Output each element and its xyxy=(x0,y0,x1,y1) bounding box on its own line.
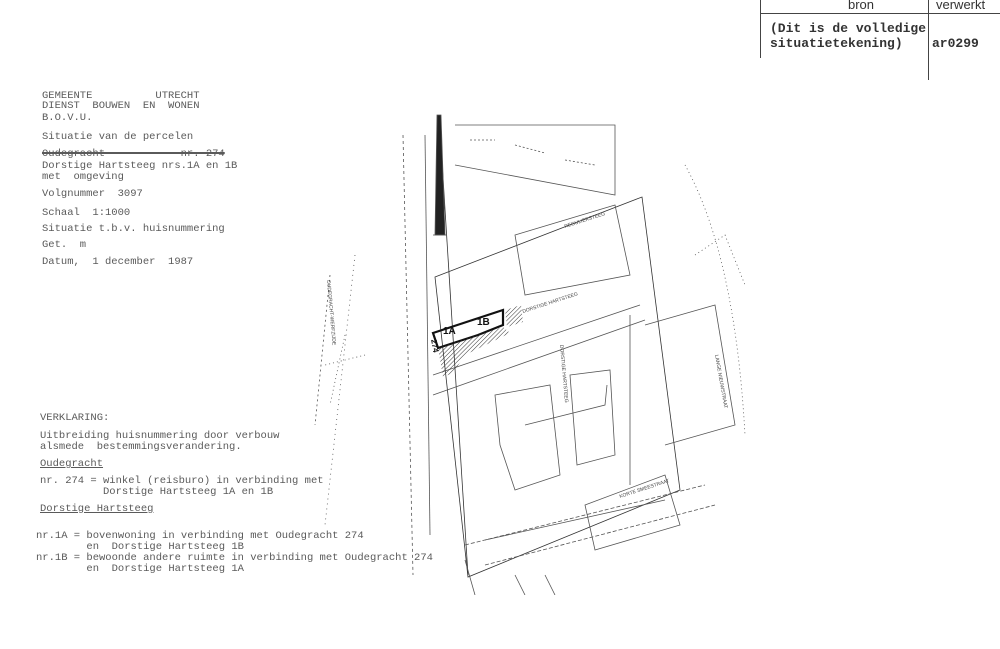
street-label-oudegracht-werfzijde: OUDEGRACHT-WERFZIJDE xyxy=(325,280,337,346)
legend-274-1: nr. 274 = winkel (reisburo) in verbindin… xyxy=(40,475,324,487)
legend-1b-1: nr.1B = bewoonde andere ruimte in verbin… xyxy=(36,552,433,564)
legend-street-dorstige: Dorstige Hartsteeg xyxy=(40,503,154,515)
legend-1a-2: en Dorstige Hartsteeg 1B xyxy=(36,541,244,553)
bron-header: bron xyxy=(848,0,875,12)
datum: Datum, 1 december 1987 xyxy=(42,256,194,268)
street-edge xyxy=(314,274,331,426)
verwerkt-header: verwerkt xyxy=(936,0,986,12)
label-1b: 1B xyxy=(477,317,490,328)
bron-line1: (Dit is de volledige xyxy=(770,21,927,36)
hatched-area xyxy=(438,327,510,377)
street-label-dorstige-hartsteeg-vertical: DORSTIGE HARTSTEEG xyxy=(558,345,569,403)
doel: Situatie t.b.v. huisnummering xyxy=(42,223,225,235)
legend-1b-2: en Dorstige Hartsteeg 1A xyxy=(36,563,244,575)
org-line2: DIENST BOUWEN EN WONEN xyxy=(42,100,200,112)
legend-desc2: alsmede bestemmingsverandering. xyxy=(40,441,242,453)
hatched-area xyxy=(505,305,523,327)
getekend: Get. m xyxy=(42,239,87,251)
org-line1: GEMEENTE UTRECHT xyxy=(42,90,200,102)
situation-map: 1A 1B 274 REGULIERSTEEG DORSTIGE HARTSTE… xyxy=(314,114,746,595)
address-line: Dorstige Hartsteeg nrs.1A en 1B xyxy=(42,160,238,172)
met-omgeving: met omgeving xyxy=(42,171,124,183)
north-arrow-icon xyxy=(434,114,446,236)
struck-address: Oudegracht nr. 274 xyxy=(42,148,225,160)
label-274: 274 xyxy=(429,339,440,354)
label-1a: 1A xyxy=(443,326,456,337)
legend-street-oudegracht: Oudegracht xyxy=(40,458,104,470)
verwerkt-value: ar0299 xyxy=(932,36,979,51)
legend-desc1: Uitbreiding huisnummering door verbouw xyxy=(40,430,280,442)
parcel-outline xyxy=(431,308,505,350)
schaal: Schaal 1:1000 xyxy=(42,207,131,219)
street-label-lange-nieuwstraat: LANGE NIEUWSTRAAT xyxy=(713,354,728,409)
street-label-dorstige-hartsteeg: DORSTIGE HARTSTEEG xyxy=(522,291,579,315)
bron-value: (Dit is de volledige situatietekening) xyxy=(770,21,926,51)
legend-274-2: Dorstige Hartsteeg 1A en 1B xyxy=(40,486,274,498)
street-label-korte-smeestraat: KORTE SMEESTRAAT xyxy=(619,478,670,500)
situatie-line: Situatie van de percelen xyxy=(42,131,194,143)
volgnummer: Volgnummer 3097 xyxy=(42,188,143,200)
org-line3: B.O.V.U. xyxy=(42,112,93,124)
legend-heading: VERKLARING: xyxy=(40,412,110,424)
legend-1a-1: nr.1A = bovenwoning in verbinding met Ou… xyxy=(36,530,364,542)
table-divider xyxy=(760,13,1000,14)
table-divider-vertical xyxy=(928,0,929,80)
source-table: bron verwerkt (Dit is de volledige situa… xyxy=(760,0,1000,80)
table-border-left xyxy=(760,0,761,58)
bron-line2: situatietekening) xyxy=(770,36,903,51)
